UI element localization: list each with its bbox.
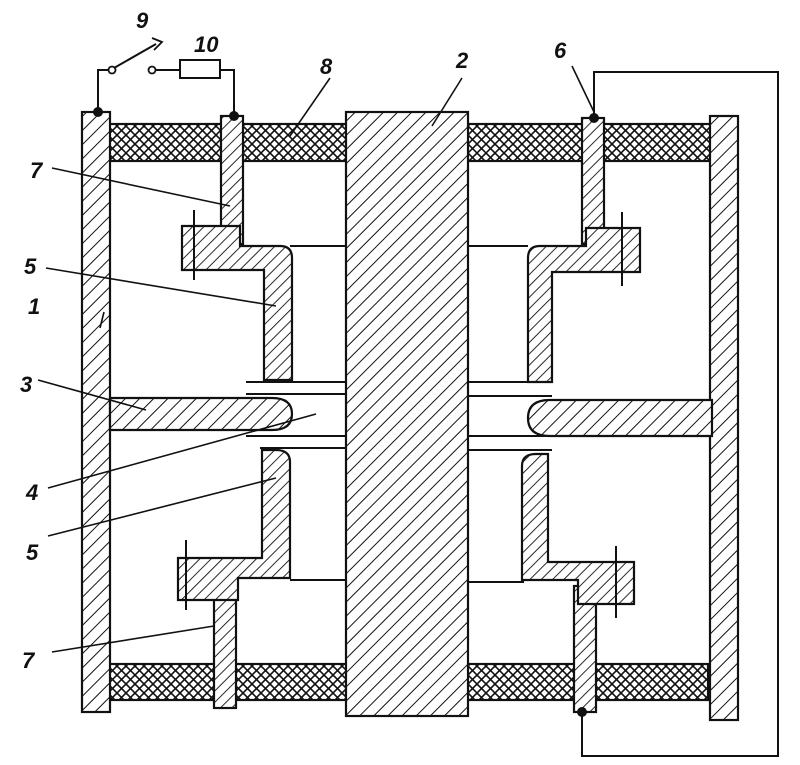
electrode-upper-left [182,226,292,380]
label-7-bottom: 7 [22,648,36,673]
electrode-lower-right [522,454,634,604]
electrode-lower-left [178,450,290,600]
label-7-top: 7 [30,158,44,183]
rod-top-left [221,116,243,244]
terminal-dot [589,113,599,123]
partition-left [110,398,292,430]
label-4: 4 [25,480,38,505]
terminal-dot [577,707,587,717]
resistor [180,60,220,78]
label-3: 3 [20,372,32,397]
rod-top-right [582,118,604,244]
terminal-dot [93,107,103,117]
label-6: 6 [554,38,567,63]
electrode-upper-right [528,228,640,382]
central-shaft [346,112,468,716]
right-wall [710,116,738,720]
partition-right [528,400,712,436]
left-wall [82,112,110,712]
label-9: 9 [136,8,149,33]
label-10: 10 [194,32,219,57]
terminal-dot [229,111,239,121]
label-1: 1 [28,294,40,319]
label-2: 2 [455,48,469,73]
label-5-bottom: 5 [26,540,39,565]
label-5-top: 5 [24,254,37,279]
label-8: 8 [320,54,333,79]
